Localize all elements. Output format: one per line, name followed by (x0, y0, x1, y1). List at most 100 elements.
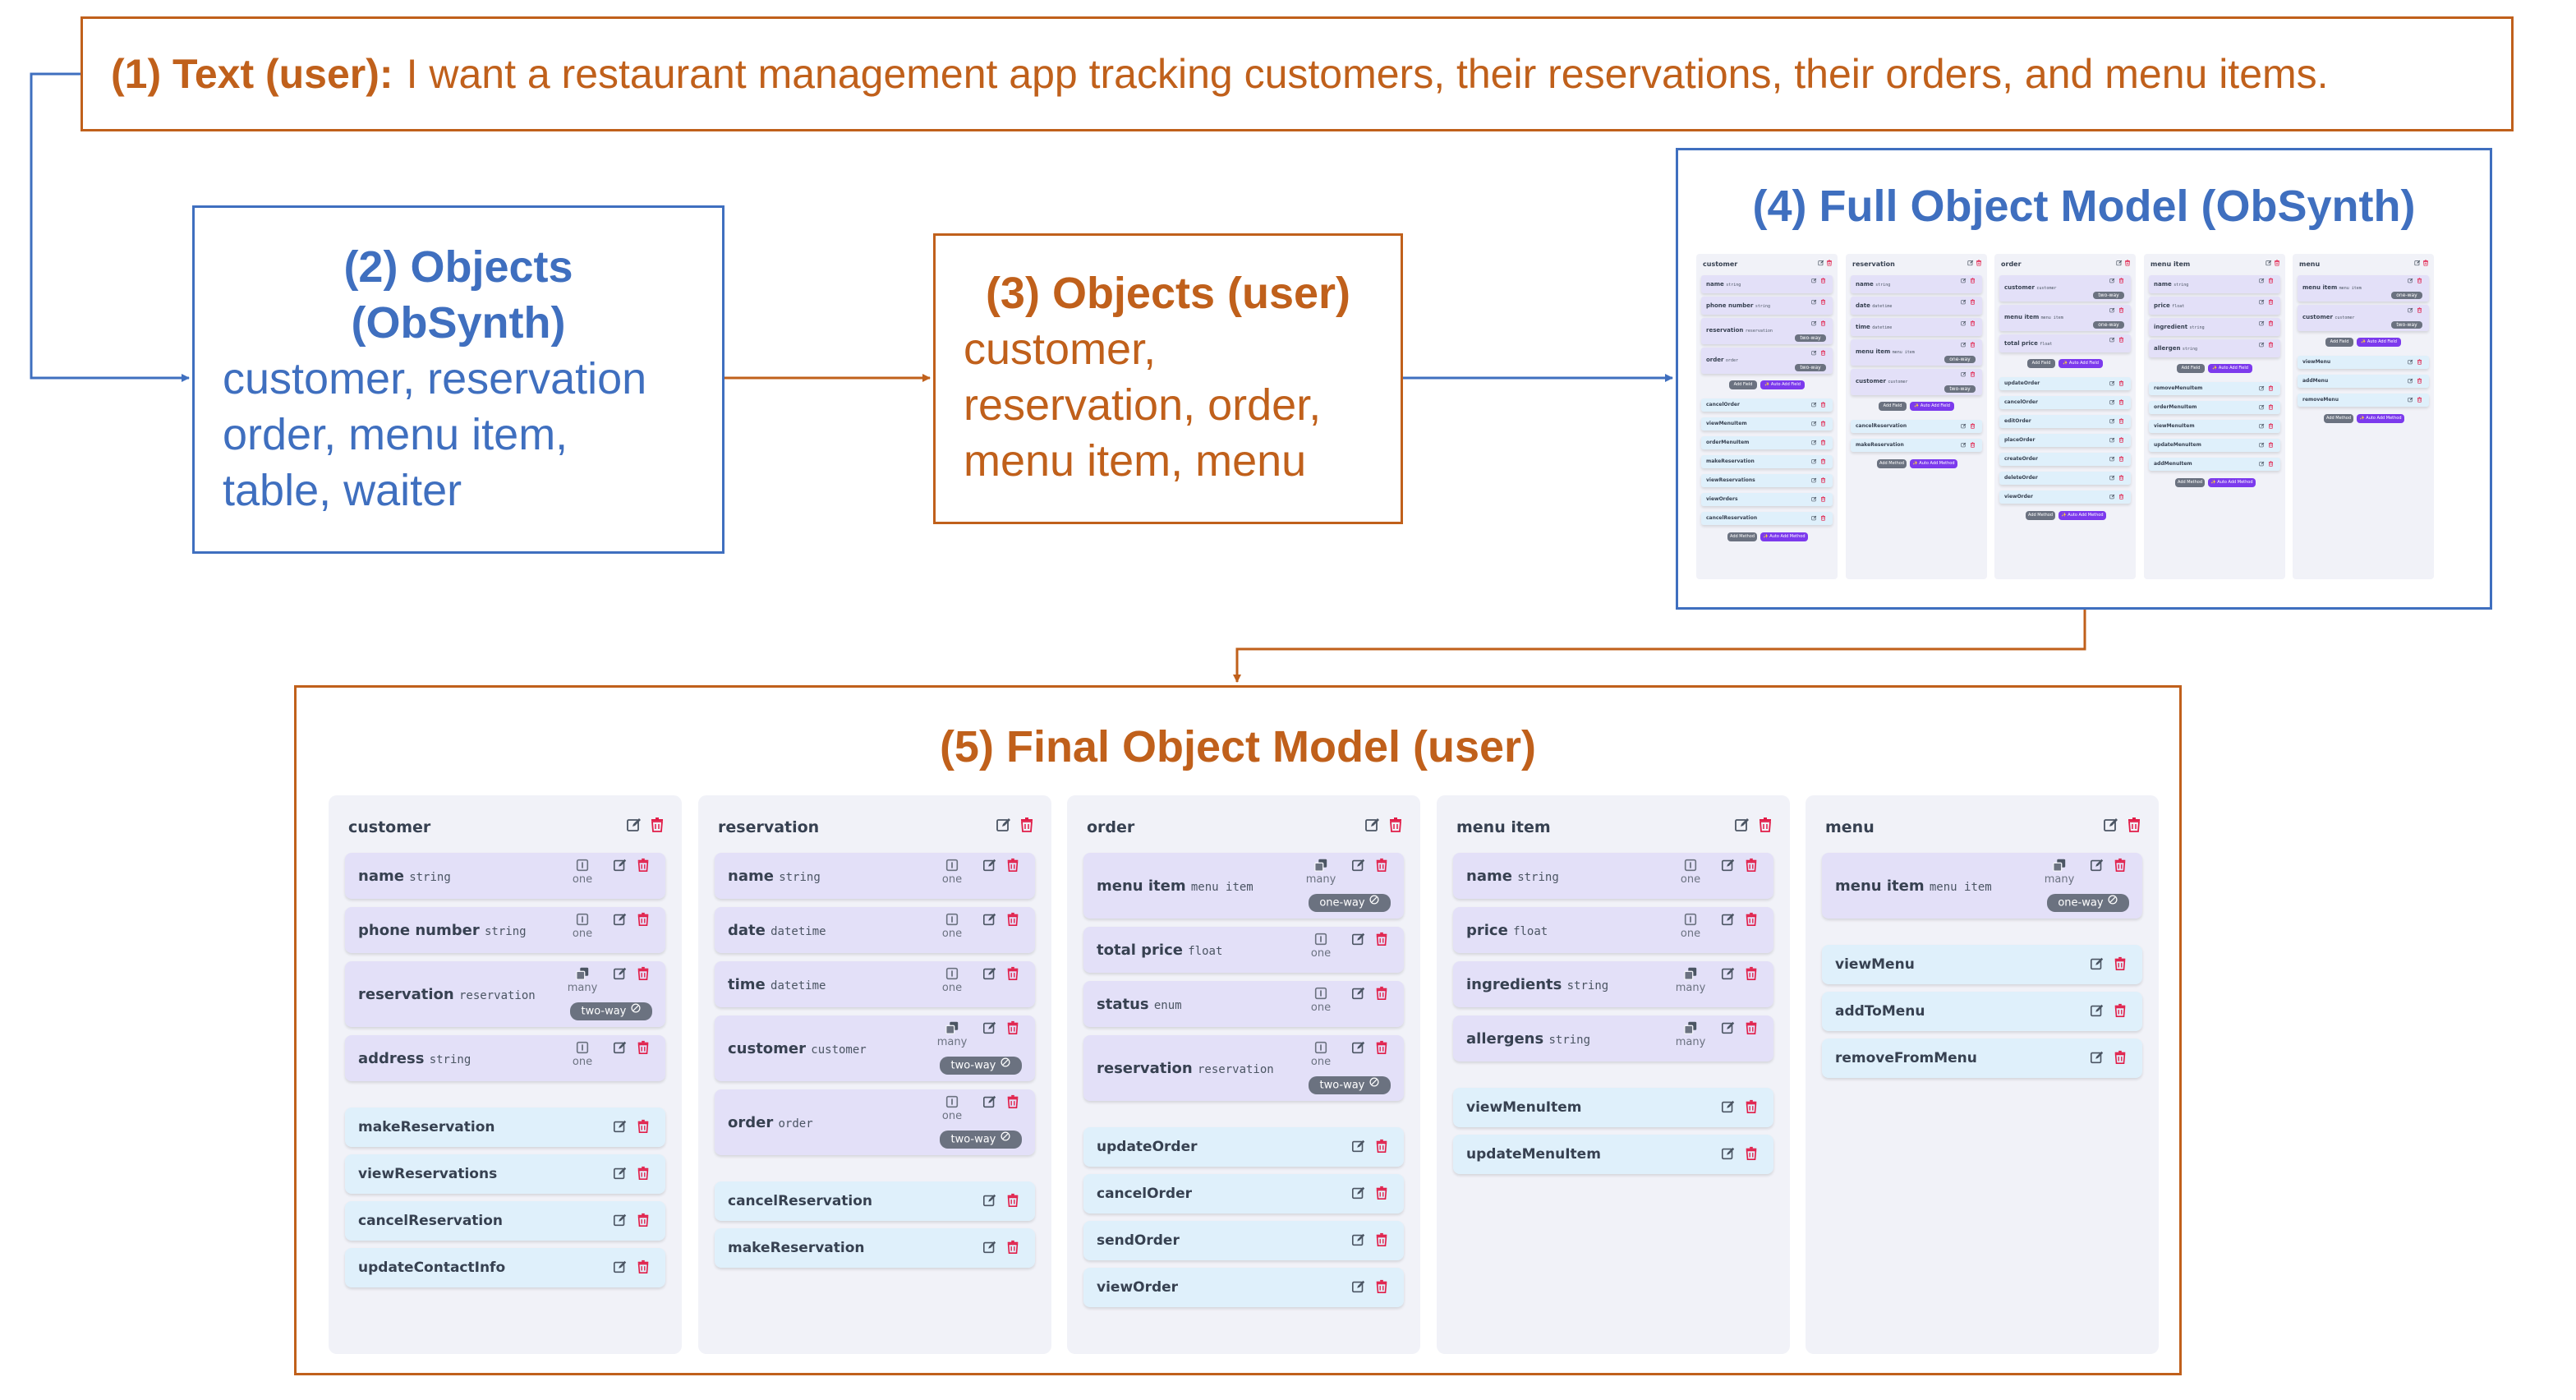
trash-icon[interactable] (1820, 299, 1826, 305)
relationship-badge[interactable]: two-way (570, 1002, 652, 1020)
mini-field-card[interactable]: ingredient string (2149, 318, 2280, 336)
mini-method-card[interactable]: cancelOrder (1701, 398, 1833, 412)
edit-icon[interactable] (1721, 858, 1736, 873)
method-card[interactable]: viewMenu (1822, 945, 2142, 984)
mini-method-card[interactable]: cancelOrder (1999, 396, 2131, 409)
method-card[interactable]: viewMenuItem (1453, 1088, 1773, 1127)
edit-icon[interactable] (1811, 421, 1817, 426)
mini-relationship-badge[interactable]: one-way (2093, 321, 2124, 329)
mini-field-card[interactable]: price float (2149, 297, 2280, 315)
add-method-button[interactable]: Add Method (1727, 532, 1757, 541)
mini-relationship-badge[interactable]: two-way (1795, 334, 1826, 342)
edit-icon[interactable] (1811, 477, 1817, 483)
trash-icon[interactable] (1820, 440, 1826, 445)
trash-icon[interactable] (2118, 475, 2124, 481)
edit-icon[interactable] (2414, 260, 2421, 266)
trash-icon[interactable] (636, 858, 651, 873)
add-field-button[interactable]: Add Field (1729, 380, 1757, 389)
trash-icon[interactable] (1820, 278, 1826, 283)
edit-icon[interactable] (1721, 966, 1736, 981)
trash-icon[interactable] (2268, 461, 2274, 467)
method-card[interactable]: cancelOrder (1083, 1174, 1404, 1213)
trash-icon[interactable] (2118, 380, 2124, 386)
mini-method-card[interactable]: viewReservations (1701, 474, 1833, 487)
method-card[interactable]: makeReservation (345, 1108, 665, 1147)
trash-icon[interactable] (2113, 956, 2128, 971)
method-card[interactable]: cancelReservation (715, 1181, 1035, 1221)
trash-icon[interactable] (2124, 260, 2131, 266)
mini-method-card[interactable]: viewMenuItem (1701, 417, 1833, 431)
edit-icon[interactable] (2259, 320, 2265, 326)
auto-add-method-button[interactable]: ✨ Auto Add Method (2208, 478, 2256, 487)
mini-method-card[interactable]: viewMenuItem (2149, 420, 2280, 433)
edit-icon[interactable] (613, 966, 628, 981)
trash-icon[interactable] (1820, 320, 1826, 326)
add-method-button[interactable]: Add Method (2026, 511, 2055, 520)
edit-icon[interactable] (1351, 1040, 1366, 1055)
trash-icon[interactable] (2417, 278, 2422, 283)
edit-icon[interactable] (2090, 858, 2104, 873)
edit-icon[interactable] (626, 817, 642, 833)
edit-icon[interactable] (2259, 299, 2265, 305)
trash-icon[interactable] (2417, 359, 2422, 365)
trash-icon[interactable] (2118, 307, 2124, 313)
trash-icon[interactable] (1374, 1139, 1389, 1154)
mini-relationship-badge[interactable]: two-way (1944, 385, 1976, 393)
trash-icon[interactable] (1826, 260, 1833, 266)
mini-method-card[interactable]: deleteOrder (1999, 472, 2131, 485)
trash-icon[interactable] (1005, 912, 1020, 927)
mini-relationship-badge[interactable]: two-way (1795, 364, 1826, 371)
edit-icon[interactable] (1351, 932, 1366, 946)
method-card[interactable]: updateContactInfo (345, 1248, 665, 1287)
method-card[interactable]: makeReservation (715, 1228, 1035, 1268)
mini-method-card[interactable]: editOrder (1999, 415, 2131, 428)
trash-icon[interactable] (2268, 385, 2274, 391)
edit-icon[interactable] (1961, 299, 1966, 305)
trash-icon[interactable] (636, 1213, 651, 1227)
method-card[interactable]: updateOrder (1083, 1127, 1404, 1167)
trash-icon[interactable] (636, 1260, 651, 1274)
edit-icon[interactable] (2109, 418, 2115, 424)
trash-icon[interactable] (1744, 912, 1759, 927)
trash-icon[interactable] (2118, 418, 2124, 424)
trash-icon[interactable] (636, 1119, 651, 1134)
edit-icon[interactable] (2116, 260, 2123, 266)
add-field-button[interactable]: Add Field (2325, 338, 2353, 347)
edit-icon[interactable] (1811, 496, 1817, 502)
trash-icon[interactable] (636, 1040, 651, 1055)
mini-method-card[interactable]: cancelReservation (1851, 420, 1982, 433)
trash-icon[interactable] (1005, 858, 1020, 873)
edit-icon[interactable] (1351, 1186, 1366, 1200)
edit-icon[interactable] (1351, 1139, 1366, 1154)
trash-icon[interactable] (2118, 278, 2124, 283)
auto-add-method-button[interactable]: ✨ Auto Add Method (2357, 414, 2404, 423)
edit-icon[interactable] (2408, 397, 2413, 403)
edit-icon[interactable] (1811, 440, 1817, 445)
edit-icon[interactable] (996, 817, 1012, 833)
trash-icon[interactable] (636, 966, 651, 981)
edit-icon[interactable] (613, 912, 628, 927)
mini-method-card[interactable]: viewOrders (1701, 493, 1833, 506)
edit-icon[interactable] (1721, 1020, 1736, 1035)
trash-icon[interactable] (1757, 817, 1773, 833)
trash-icon[interactable] (1970, 423, 1976, 429)
mini-method-card[interactable]: updateOrder (1999, 377, 2131, 390)
edit-icon[interactable] (1961, 278, 1966, 283)
mini-method-card[interactable]: makeReservation (1851, 439, 1982, 452)
method-card[interactable]: cancelReservation (345, 1201, 665, 1241)
edit-icon[interactable] (2259, 278, 2265, 283)
edit-icon[interactable] (613, 1213, 628, 1227)
trash-icon[interactable] (2417, 307, 2422, 313)
trash-icon[interactable] (1970, 320, 1976, 326)
relationship-badge[interactable]: two-way (940, 1131, 1022, 1149)
mini-method-card[interactable]: addMenuItem (2149, 458, 2280, 471)
